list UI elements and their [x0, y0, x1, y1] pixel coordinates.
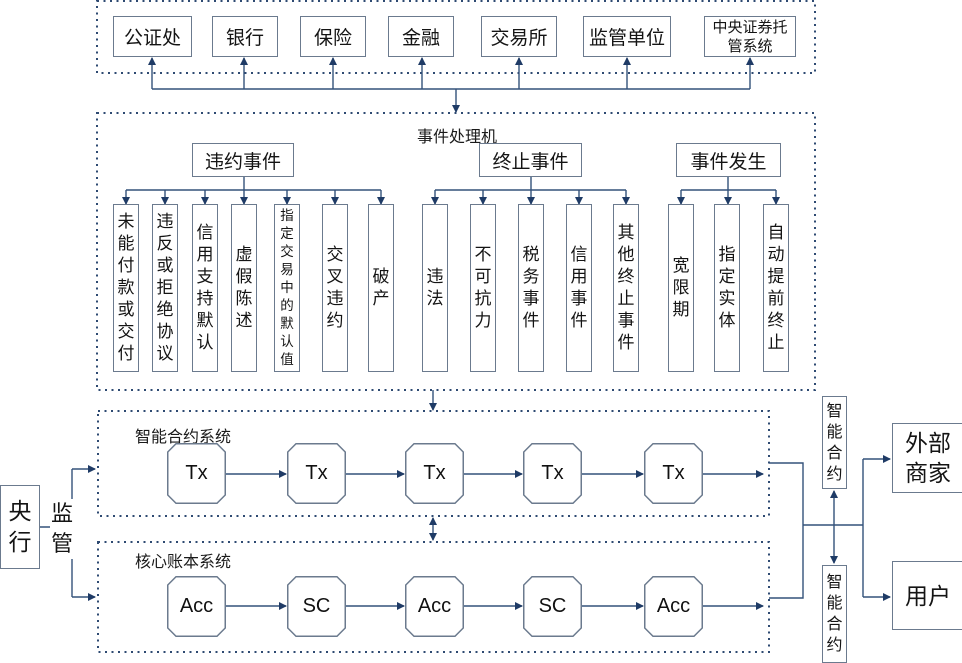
ledger-node[interactable]: Acc — [405, 576, 464, 637]
occurrence-event-leaf[interactable]: 自动提前终止 — [763, 204, 789, 372]
external-merchant-box[interactable]: 外部商家 — [892, 423, 962, 493]
ledger-node[interactable]: SC — [523, 576, 582, 637]
institution-label: 金融 — [401, 28, 440, 49]
event-occurrence-box[interactable]: 事件发生 — [676, 143, 781, 177]
smart-contract-link-box-bottom[interactable]: 智能合约 — [822, 565, 847, 663]
ledger-node[interactable]: SC — [287, 576, 346, 637]
institution-central-securities-depository[interactable]: 中央证券托管系统 — [704, 16, 796, 57]
octagon-shape — [167, 443, 226, 504]
institution-label: 交易所 — [490, 28, 548, 49]
node-label: Tx — [305, 462, 328, 484]
default-event-leaf[interactable]: 虚假陈述 — [231, 204, 257, 372]
leaf-label: 破产 — [372, 267, 390, 308]
node-label: Acc — [417, 595, 452, 617]
leaf-label: 税务事件 — [522, 245, 540, 330]
institution-regulator[interactable]: 监管单位 — [583, 16, 671, 57]
node-label: Acc — [656, 595, 691, 617]
termination-events-box[interactable]: 终止事件 — [479, 143, 582, 177]
supervision-label: 监管 — [50, 499, 74, 559]
tx-node[interactable]: Tx — [167, 443, 226, 504]
leaf-label: 宽限期 — [672, 256, 690, 319]
node-label: SC — [538, 595, 567, 617]
node-label: SC — [302, 595, 331, 617]
termination-event-leaf[interactable]: 不可抗力 — [470, 204, 496, 372]
link-label: 智能合约 — [826, 574, 843, 654]
default-event-leaf[interactable]: 破产 — [368, 204, 394, 372]
leaf-label: 违法 — [426, 267, 444, 308]
termination-event-leaf[interactable]: 信用事件 — [566, 204, 592, 372]
default-event-leaf[interactable]: 信用支持默认 — [192, 204, 218, 372]
node-label: Acc — [179, 595, 214, 617]
tx-node[interactable]: Tx — [644, 443, 703, 504]
default-event-leaf[interactable]: 指定交易中的默认值 — [274, 204, 300, 372]
tx-node[interactable]: Tx — [523, 443, 582, 504]
occurrence-event-leaf[interactable]: 宽限期 — [668, 204, 694, 372]
institution-label: 中央证券托管系统 — [712, 18, 788, 55]
default-event-leaf[interactable]: 违反或拒绝协议 — [152, 204, 178, 372]
default-event-leaf[interactable]: 交叉违约 — [322, 204, 348, 372]
institution-insurance[interactable]: 保险 — [300, 16, 366, 57]
event-processor-title: 事件处理机 — [417, 129, 498, 146]
institution-label: 银行 — [225, 28, 264, 49]
institution-label: 监管单位 — [588, 28, 665, 49]
octagon-shape — [287, 443, 346, 504]
octagon-shape — [287, 576, 346, 637]
institution-finance[interactable]: 金融 — [388, 16, 454, 57]
termination-event-leaf[interactable]: 税务事件 — [518, 204, 544, 372]
smart-contract-output-line — [769, 462, 804, 599]
smart-contract-link-box-top[interactable]: 智能合约 — [822, 396, 847, 489]
node-label: Tx — [185, 462, 208, 484]
ledger-node[interactable]: Acc — [644, 576, 703, 637]
octagon-shape — [167, 576, 226, 637]
leaf-label: 信用事件 — [570, 245, 588, 330]
leaf-label: 未能付款或交付 — [117, 212, 135, 363]
institution-label: 保险 — [313, 28, 352, 49]
octagon-shape — [644, 443, 703, 504]
endpoint-label: 外部商家 — [905, 430, 951, 486]
octagon-shape — [644, 576, 703, 637]
group-label: 终止事件 — [492, 151, 569, 173]
user-box[interactable]: 用户 — [892, 561, 962, 630]
node-label: Tx — [423, 462, 446, 484]
central-bank-label: 央行 — [8, 498, 32, 555]
institution-label: 公证处 — [123, 28, 181, 49]
default-event-leaf[interactable]: 未能付款或交付 — [113, 204, 139, 372]
supervision-text: 监管 — [51, 501, 74, 556]
leaf-label: 虚假陈述 — [235, 245, 253, 330]
ledger-node[interactable]: Acc — [167, 576, 226, 637]
core-ledger-system-title: 核心账本系统 — [135, 554, 232, 571]
termination-event-leaf[interactable]: 违法 — [422, 204, 448, 372]
institution-bank[interactable]: 银行 — [212, 16, 278, 57]
group-label: 违约事件 — [204, 151, 281, 173]
occurrence-event-leaf[interactable]: 指定实体 — [714, 204, 740, 372]
event-processor-container — [96, 112, 816, 391]
default-events-box[interactable]: 违约事件 — [192, 143, 294, 177]
tx-node[interactable]: Tx — [405, 443, 464, 504]
leaf-label: 自动提前终止 — [767, 223, 785, 352]
octagon-shape — [405, 576, 464, 637]
leaf-label: 信用支持默认 — [196, 223, 214, 352]
node-label: Tx — [541, 462, 564, 484]
termination-event-leaf[interactable]: 其他终止事件 — [613, 204, 639, 372]
octagon-shape — [523, 443, 582, 504]
leaf-label: 违反或拒绝协议 — [156, 212, 174, 363]
leaf-label: 其他终止事件 — [617, 223, 635, 352]
octagon-shape — [405, 443, 464, 504]
node-label: Tx — [662, 462, 685, 484]
leaf-label: 指定交易中的默认值 — [280, 208, 294, 367]
leaf-label: 交叉违约 — [326, 245, 344, 330]
leaf-label: 指定实体 — [718, 245, 736, 330]
link-label: 智能合约 — [826, 402, 843, 483]
institution-exchange[interactable]: 交易所 — [481, 16, 557, 57]
endpoint-label: 用户 — [905, 582, 951, 609]
tx-node[interactable]: Tx — [287, 443, 346, 504]
group-label: 事件发生 — [690, 151, 767, 173]
smart-contract-system-title: 智能合约系统 — [135, 429, 232, 446]
leaf-label: 不可抗力 — [474, 245, 492, 330]
institution-notary[interactable]: 公证处 — [113, 16, 192, 57]
institutions-container — [96, 0, 816, 74]
octagon-shape — [523, 576, 582, 637]
central-bank-box[interactable]: 央行 — [0, 485, 40, 569]
